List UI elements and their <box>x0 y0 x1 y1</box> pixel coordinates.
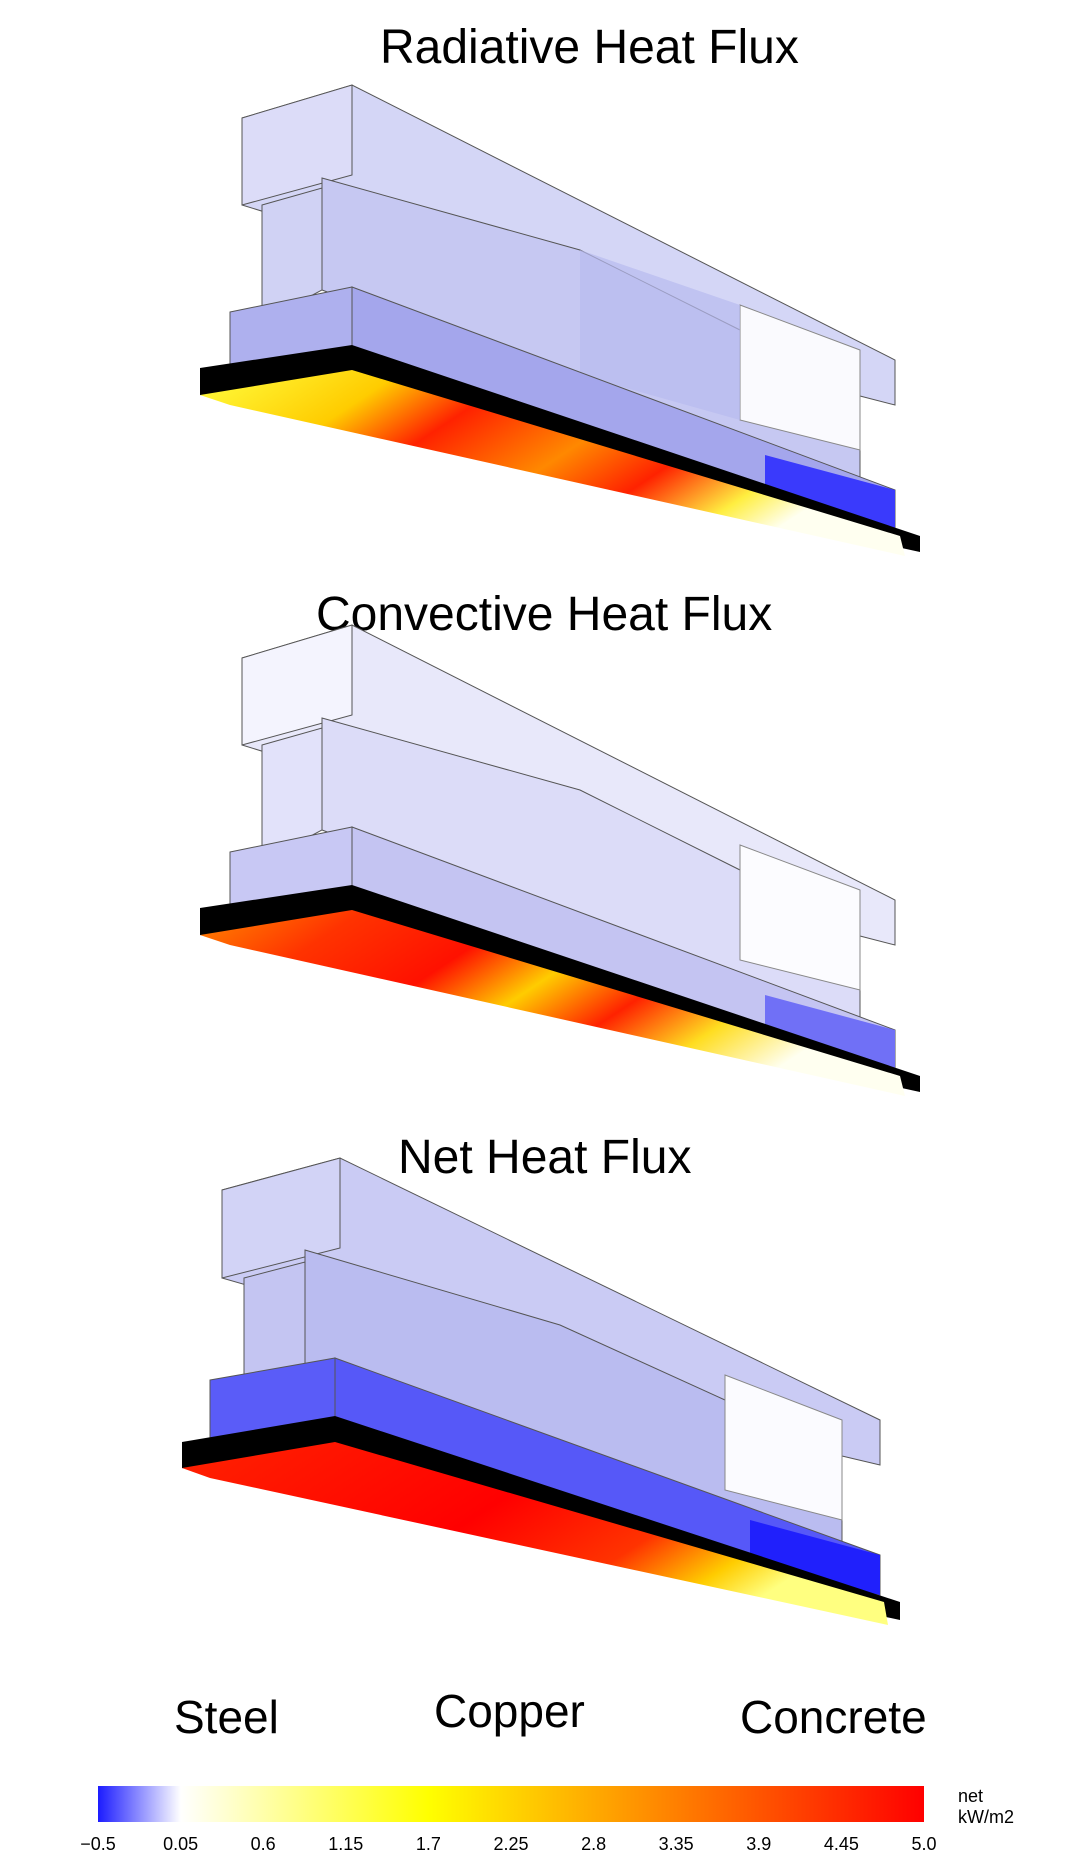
radiative-flux-beam <box>200 84 920 556</box>
net-flux-beam <box>182 1157 900 1625</box>
colorbar-tick-label: 1.7 <box>415 1834 441 1854</box>
colorbar-tick-label: 2.8 <box>581 1834 607 1854</box>
material-label-copper: Copper <box>434 1685 585 1737</box>
colorbar-tick-label: 4.45 <box>823 1834 859 1854</box>
panel-title-radiative: Radiative Heat Flux <box>380 21 799 74</box>
colorbar-gradient <box>98 1786 924 1822</box>
colorbar-unit-line1: net <box>958 1786 984 1806</box>
colorbar-unit: net kW/m2 <box>958 1786 1014 1828</box>
convective-flux-beam <box>200 624 920 1096</box>
colorbar-tick-label: 5.0 <box>911 1834 937 1854</box>
panel-title-net: Net Heat Flux <box>398 1131 692 1184</box>
colorbar-tick-label: 3.9 <box>746 1834 772 1854</box>
panel-title-convective: Convective Heat Flux <box>316 588 773 641</box>
colorbar-tick-label: 2.25 <box>493 1834 529 1854</box>
material-label-concrete: Concrete <box>740 1691 927 1743</box>
colorbar-unit-line2: kW/m2 <box>958 1807 1014 1827</box>
colorbar <box>98 1786 924 1822</box>
material-label-steel: Steel <box>174 1691 279 1743</box>
colorbar-tick-label: −0.5 <box>80 1834 116 1854</box>
colorbar-tick-label: 3.35 <box>658 1834 694 1854</box>
colorbar-tick-label: 0.05 <box>163 1834 199 1854</box>
colorbar-tick-label: 1.15 <box>328 1834 364 1854</box>
colorbar-tick-label: 0.6 <box>250 1834 276 1854</box>
